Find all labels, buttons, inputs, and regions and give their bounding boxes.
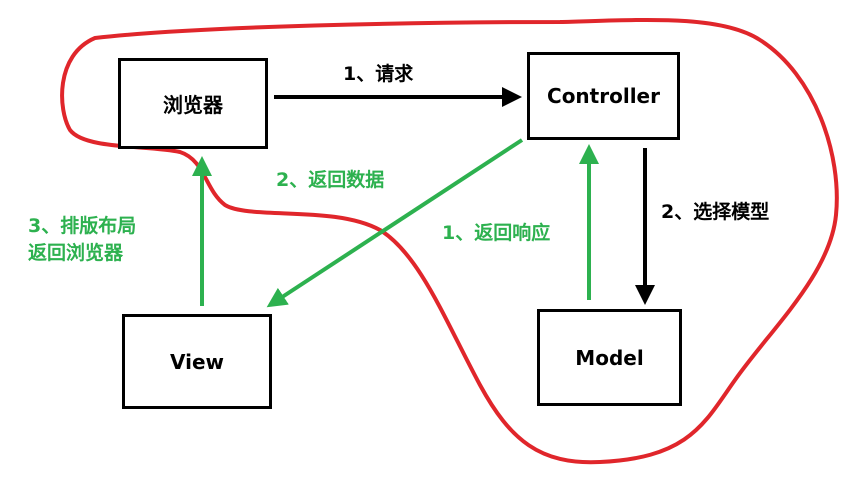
return-data-arrow	[266, 138, 524, 308]
browser-label: 浏览器	[163, 93, 223, 117]
boundary-outline	[60, 17, 839, 465]
browser-node: 浏览器	[118, 58, 268, 149]
layout-label-line1: 3、排版布局	[28, 215, 137, 237]
layout-return-label: 3、排版布局 返回浏览器	[28, 213, 136, 267]
model-label: Model	[575, 345, 644, 370]
return-data-label: 2、返回数据	[276, 169, 385, 191]
select-model-label: 2、选择模型	[661, 201, 770, 223]
view-node: View	[122, 314, 272, 409]
layout-label-line2: 返回浏览器	[28, 242, 124, 264]
controller-node: Controller	[527, 52, 680, 140]
view-label: View	[169, 349, 225, 374]
controller-label: Controller	[547, 84, 660, 108]
model-node: Model	[537, 309, 682, 406]
request-label: 1、请求	[343, 63, 414, 85]
return-response-label: 1、返回响应	[442, 222, 551, 244]
